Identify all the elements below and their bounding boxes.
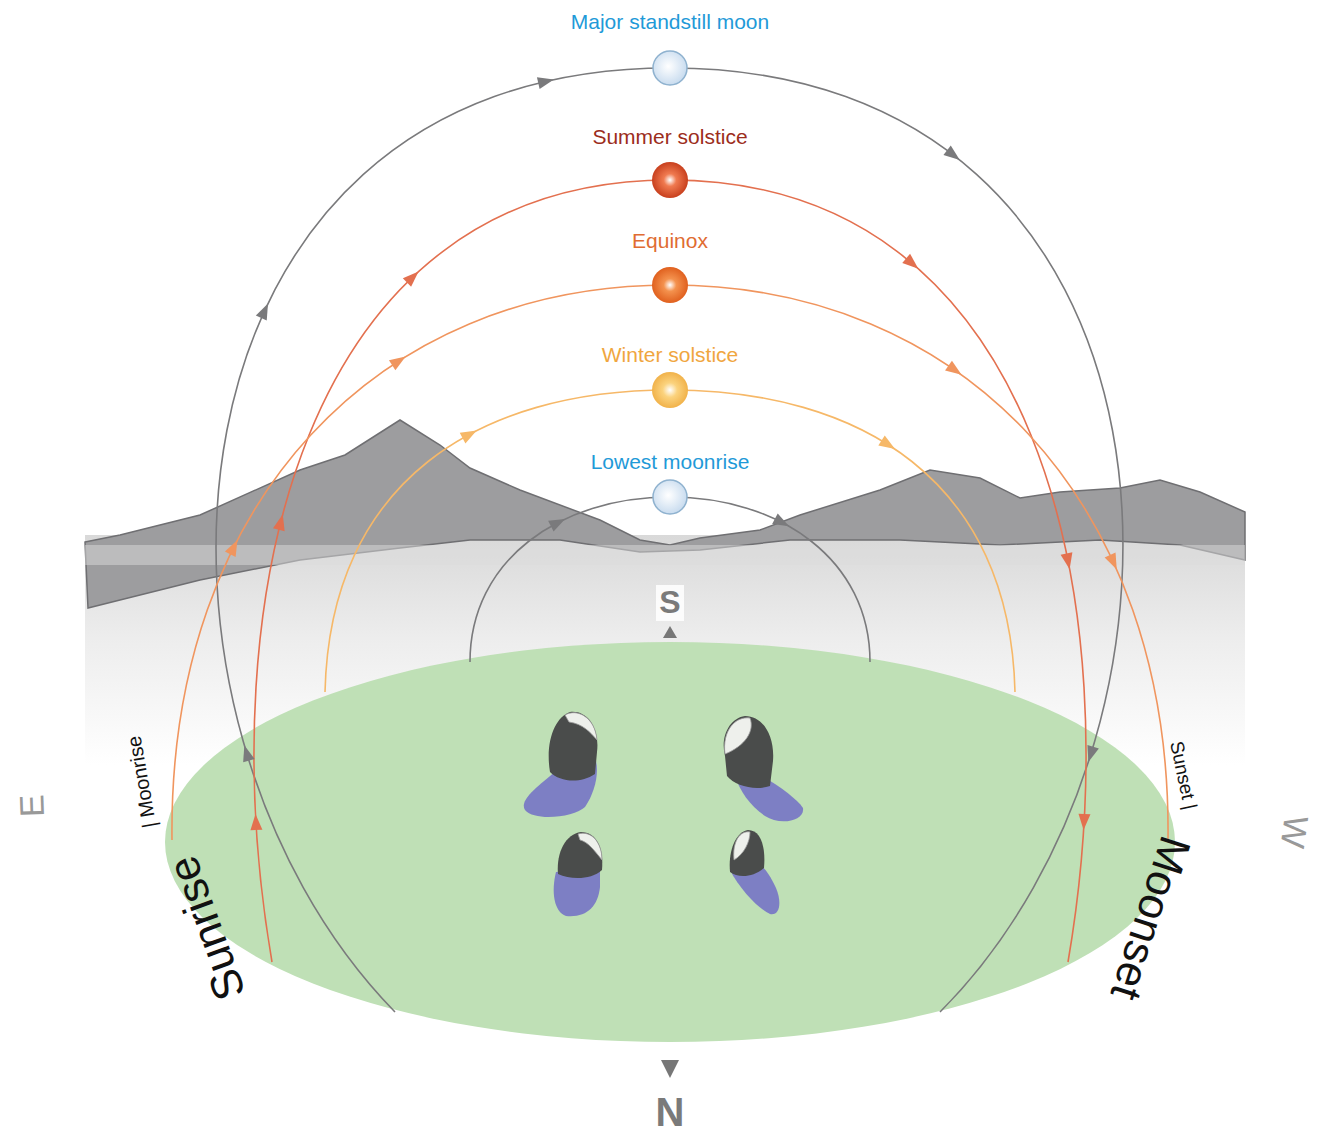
direction-arrowhead xyxy=(1078,814,1091,831)
direction-arrowhead xyxy=(256,301,274,321)
direction-arrowhead xyxy=(1105,552,1123,572)
direction-arrowhead xyxy=(389,352,409,371)
body-label: Winter solstice xyxy=(599,343,742,366)
compass-arrow xyxy=(663,626,677,638)
body-label: Major standstill moon xyxy=(568,10,772,33)
winter-solstice-path xyxy=(325,390,1015,692)
summer-solstice-path xyxy=(254,180,1086,962)
direction-arrowhead xyxy=(548,514,568,532)
direction-arrowhead xyxy=(945,361,965,380)
direction-arrowhead xyxy=(537,74,555,89)
body-label: Lowest moonrise xyxy=(588,450,753,473)
direction-arrowhead xyxy=(772,513,792,531)
direction-arrowhead xyxy=(1061,552,1076,570)
moon-disc xyxy=(653,480,687,514)
lowest-moon-path xyxy=(470,497,870,662)
body-label: Summer solstice xyxy=(589,125,750,148)
direction-arrowhead xyxy=(239,744,255,763)
compass-arrow xyxy=(661,1060,679,1078)
direction-arrowhead xyxy=(273,513,289,531)
direction-arrowhead xyxy=(403,267,423,287)
compass-letter: W xyxy=(1273,811,1315,854)
sun-disc xyxy=(652,267,688,303)
direction-arrowhead xyxy=(943,146,963,165)
direction-arrowhead xyxy=(460,425,480,443)
compass-letter: S xyxy=(656,585,683,620)
standing-stones xyxy=(524,712,803,916)
direction-arrowhead xyxy=(902,254,922,274)
direction-arrowhead xyxy=(225,537,243,557)
ground-disc xyxy=(165,642,1175,1042)
sun-disc xyxy=(652,372,688,408)
body-label: Equinox xyxy=(629,229,711,252)
equinox-path xyxy=(172,285,1168,840)
compass-letter: N xyxy=(653,1090,688,1134)
direction-arrowhead xyxy=(250,814,263,831)
sun-disc xyxy=(652,162,688,198)
direction-arrowhead xyxy=(1083,745,1099,764)
direction-arrowhead xyxy=(878,435,898,454)
compass-letter: E xyxy=(13,791,51,821)
major-standstill-path xyxy=(216,68,1123,1012)
moon-disc xyxy=(653,51,687,85)
